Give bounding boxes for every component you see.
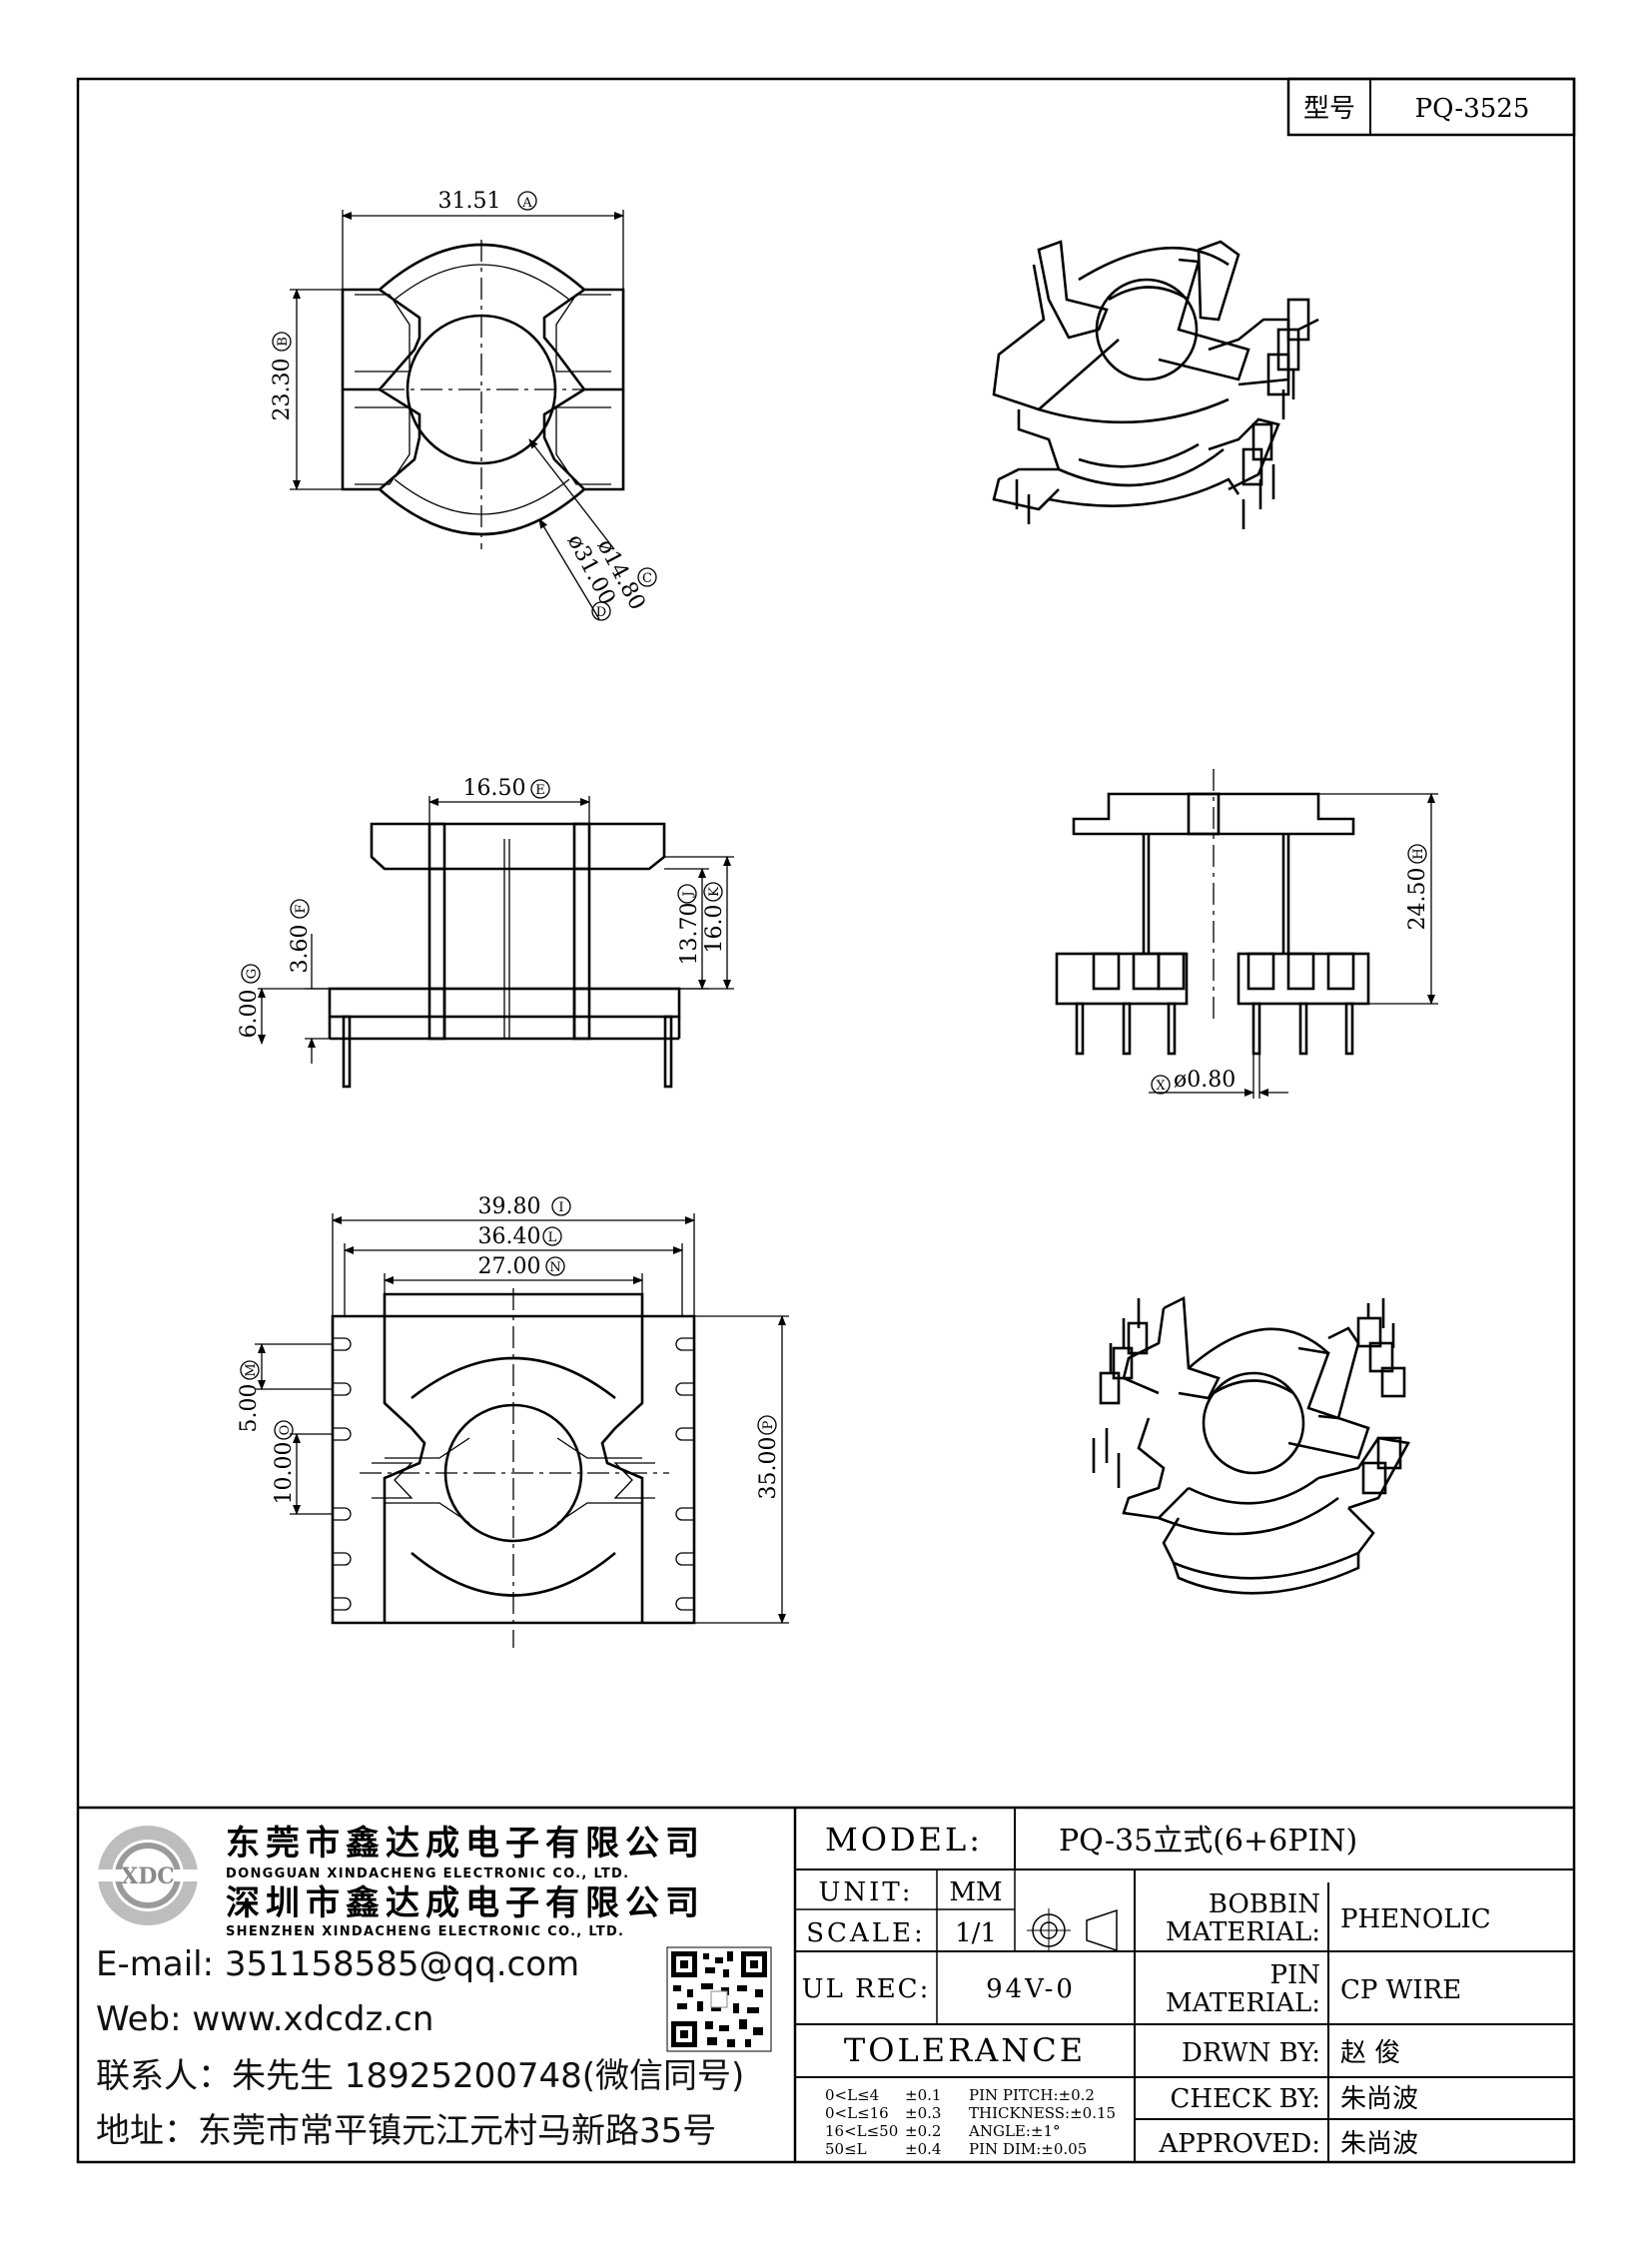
title-block: XDC 东莞市鑫达成电子有限公司 DONGGUAN XINDACHENG ELE… (78, 1806, 1574, 2162)
tolerance-label: TOLERANCE (844, 2031, 1086, 2069)
scale-label: SCALE: (806, 1918, 926, 1948)
bobbin-material-label-1: BOBBIN (1209, 1889, 1320, 1919)
company-name-dg: 东莞市鑫达成电子有限公司 (226, 1824, 705, 1864)
dim-h2: 16.0 (702, 905, 727, 954)
marker-c: C (642, 571, 652, 586)
tol-value-4: ±0.4 (905, 2140, 941, 2158)
bottom-view: 39.80 I 36.40 L 27.00 N 35.00 P 5.00 M 1… (237, 1194, 789, 1648)
dim-h-total: 35.00 (756, 1437, 781, 1500)
drawn-by: 赵 俊 (1340, 2038, 1400, 2068)
dim-w1: 39.80 (478, 1194, 541, 1219)
contact-email: E-mail: 351158585@qq.com (96, 1944, 579, 1984)
isometric-view-top (992, 240, 1319, 529)
tol-range-3: 16<L≤50 (825, 2122, 898, 2140)
unit-value: MM (949, 1877, 1002, 1907)
pin-material-label-1: PIN (1269, 1960, 1320, 1990)
check-by: 朱尚波 (1340, 2084, 1418, 2114)
contact-address: 地址：东莞市常平镇元江元村马新路35号 (96, 2111, 716, 2151)
type-label: 型号 (1303, 94, 1355, 124)
isometric-view-bottom (1092, 1295, 1411, 1595)
dim-front-height: 24.50 (1405, 868, 1430, 931)
marker-i: I (558, 1200, 563, 1215)
marker-d: D (596, 605, 606, 620)
contact-web: Web: www.xdcdz.cn (96, 1999, 433, 2039)
model-label: MODEL: (825, 1821, 983, 1859)
dim-w3: 27.00 (478, 1254, 541, 1279)
dim-h4: 6.00 (237, 990, 262, 1039)
dim-pin-dia: ø0.80 (1174, 1068, 1236, 1093)
ul-label: UL REC: (802, 1974, 931, 2004)
tol-extra-1: PIN PITCH:±0.2 (969, 2086, 1095, 2104)
marker-f: F (294, 904, 309, 913)
logo-text: XDC (121, 1864, 175, 1889)
marker-o: O (278, 1425, 293, 1436)
tol-range-1: 0<L≤4 (825, 2086, 879, 2104)
marker-e: E (535, 783, 545, 798)
side-view: 16.50 E 13.70 J 16.0 K 3.60 F 6.00 G (237, 776, 734, 1089)
dim-pitch: 5.00 (237, 1384, 262, 1433)
tolerance-table: 0<L≤4 ±0.1 PIN PITCH:±0.2 0<L≤16 ±0.3 TH… (825, 2086, 1116, 2158)
marker-k: K (707, 887, 722, 897)
tol-range-4: 50≤L (825, 2140, 867, 2158)
marker-x: X (1156, 1079, 1166, 1094)
approved-label: APPROVED: (1158, 2129, 1320, 2159)
marker-m: M (244, 1363, 259, 1376)
pin-material: CP WIRE (1340, 1975, 1461, 2005)
projection-symbol-icon (1027, 1908, 1118, 1952)
drawn-by-label: DRWN BY: (1182, 2038, 1320, 2068)
marker-g: G (245, 969, 260, 979)
dim-width: 31.51 (438, 189, 501, 214)
check-by-label: CHECK BY: (1171, 2084, 1321, 2114)
dim-height: 23.30 (270, 359, 295, 421)
dim-w2: 36.40 (478, 1224, 541, 1249)
company-logo: XDC (98, 1826, 198, 1925)
tol-extra-2: THICKNESS:±0.15 (969, 2104, 1116, 2122)
top-view: 31.51 A 23.30 B ø14.80 C ø31.00 D (270, 189, 657, 621)
type-box: 型号 PQ-3525 (1286, 77, 1576, 137)
company-name-dg-en: DONGGUAN XINDACHENG ELECTRONIC CO., LTD. (226, 1867, 629, 1881)
scale-value: 1/1 (955, 1918, 997, 1948)
tol-range-2: 0<L≤16 (825, 2104, 889, 2122)
contact-person: 联系人：朱先生 18925200748(微信同号) (96, 2056, 744, 2096)
marker-l: L (548, 1230, 557, 1245)
dim-inner-width: 16.50 (463, 776, 526, 801)
dim-h1: 13.70 (677, 903, 702, 966)
approved-by: 朱尚波 (1340, 2129, 1418, 2159)
tol-extra-3: ANGLE:±1° (968, 2122, 1061, 2140)
tol-value-3: ±0.2 (905, 2122, 941, 2140)
front-view: 24.50 H X ø0.80 (1055, 769, 1438, 1099)
company-name-sz: 深圳市鑫达成电子有限公司 (226, 1883, 705, 1923)
bobbin-material-label-2: MATERIAL: (1166, 1917, 1320, 1947)
marker-p: P (761, 1420, 776, 1429)
dim-gap: 10.00 (272, 1442, 297, 1505)
company-name-sz-en: SHENZHEN XINDACHENG ELECTRONIC CO., LTD. (226, 1924, 624, 1939)
drawing-border (76, 77, 1576, 2164)
pin-material-label-2: MATERIAL: (1166, 1988, 1320, 2018)
marker-b: B (276, 337, 291, 347)
dim-h3: 3.60 (288, 925, 313, 974)
model-value: PQ-35立式(6+6PIN) (1059, 1824, 1357, 1859)
marker-a: A (521, 196, 532, 211)
marker-h: H (1411, 848, 1426, 859)
bobbin-material: PHENOLIC (1340, 1904, 1491, 1934)
marker-j: J (681, 891, 696, 898)
tol-value-1: ±0.1 (905, 2086, 941, 2104)
ul-value: 94V-0 (986, 1974, 1076, 2004)
unit-label: UNIT: (818, 1877, 913, 1907)
type-value: PQ-3525 (1415, 94, 1530, 124)
tol-value-2: ±0.3 (905, 2104, 941, 2122)
qr-code (666, 1946, 772, 2052)
tol-extra-4: PIN DIM:±0.05 (969, 2140, 1087, 2158)
marker-n: N (549, 1260, 560, 1275)
